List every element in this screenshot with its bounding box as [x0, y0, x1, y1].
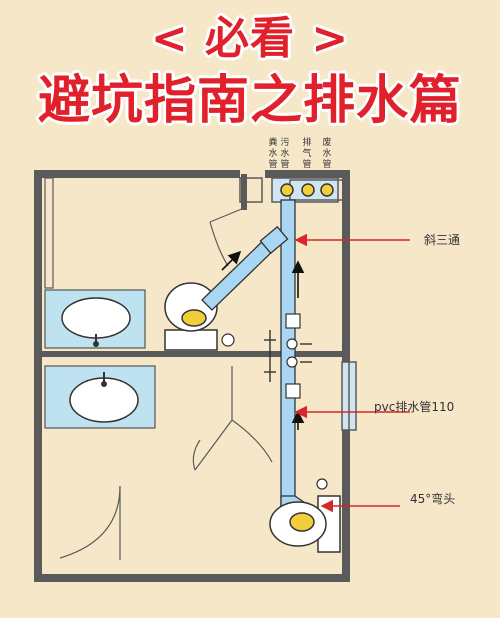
valves — [221, 313, 328, 490]
label-vent-pipe: 排气管 — [302, 138, 312, 170]
label-sewage-pipe: 粪水管 — [268, 138, 278, 170]
label-wastewater-pipe: 废水管 — [322, 138, 332, 170]
label-waste-pipe: 污水管 — [280, 138, 290, 170]
lower-door — [59, 485, 121, 560]
riser-circles — [280, 183, 334, 197]
page-subtitle: 避坑指南之排水篇 — [37, 71, 462, 131]
callout-pvc-pipe: pvc排水管110 — [374, 400, 455, 414]
lower-basin-cabinet — [44, 365, 156, 429]
upper-toilet — [164, 282, 218, 351]
upper-basin-cabinet — [44, 289, 146, 349]
page-title: < 必看 > — [150, 13, 350, 64]
glass-partition — [192, 366, 273, 471]
window — [341, 361, 357, 431]
upper-door — [209, 207, 245, 267]
callout-arrows — [294, 233, 410, 513]
callout-tee: 斜三通 — [424, 233, 461, 247]
callout-elbow: 45°弯头 — [410, 492, 456, 506]
